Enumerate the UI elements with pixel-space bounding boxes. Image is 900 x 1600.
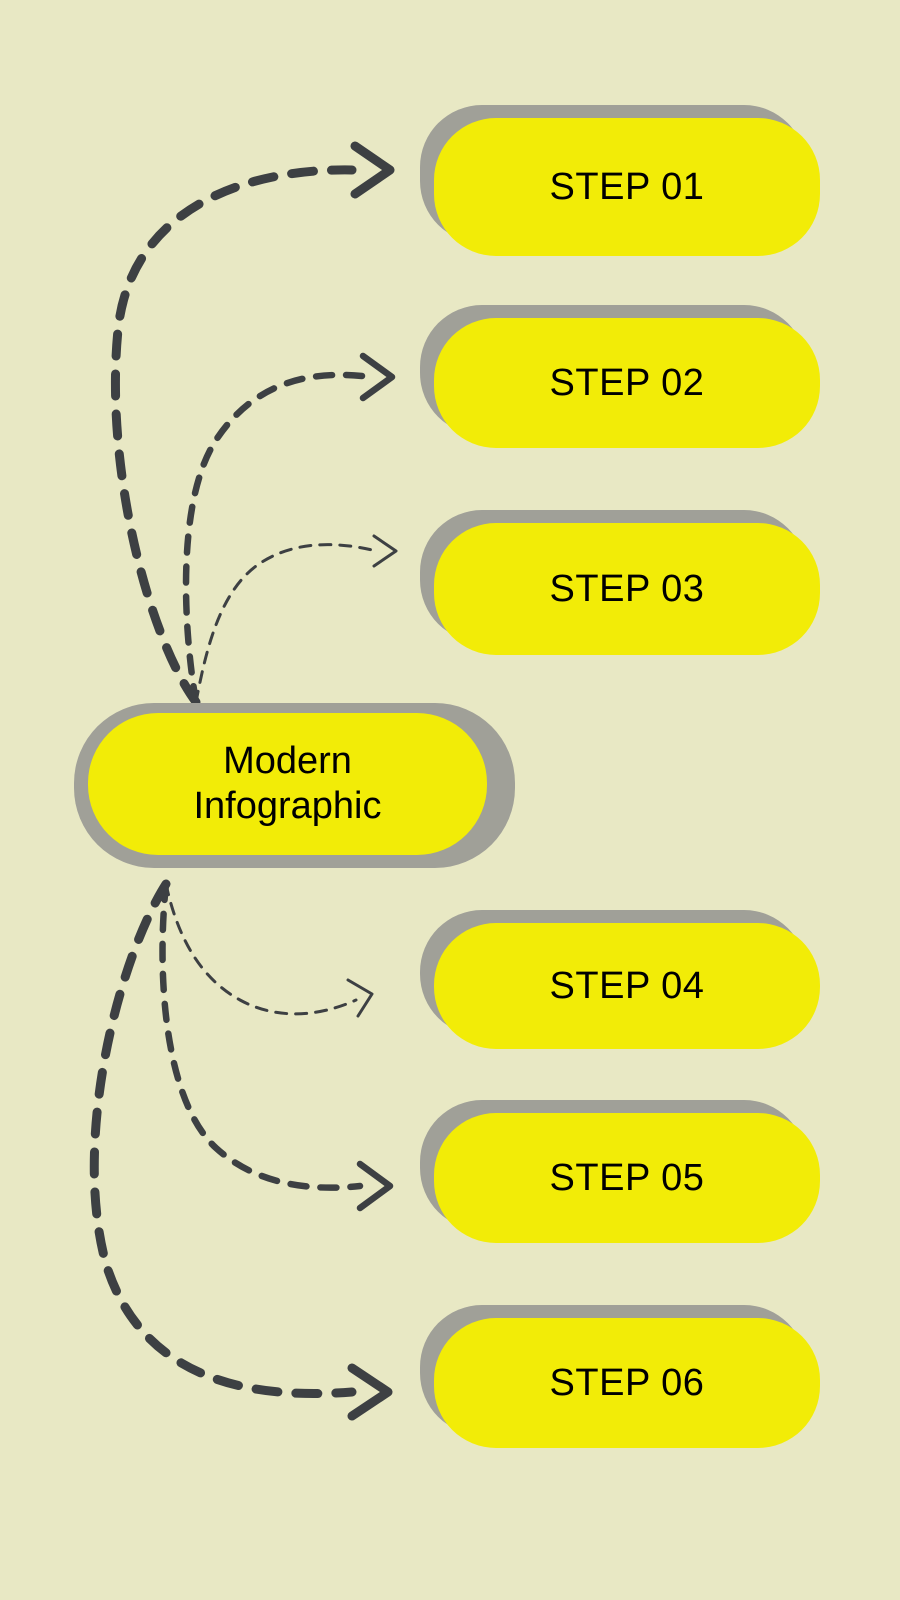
- center-node-face[interactable]: Modern Infographic: [88, 713, 487, 855]
- connector-to-step-05: [159, 880, 394, 1212]
- connector-to-step-02: [182, 352, 396, 706]
- step-node-face[interactable]: STEP 05: [434, 1113, 820, 1243]
- step-node-step-04[interactable]: STEP 04: [420, 910, 820, 1049]
- step-node-face[interactable]: STEP 03: [434, 523, 820, 655]
- center-node-label: Modern Infographic: [193, 740, 382, 827]
- step-node-step-01[interactable]: STEP 01: [420, 105, 820, 256]
- step-node-step-02[interactable]: STEP 02: [420, 305, 820, 448]
- step-node-face[interactable]: STEP 01: [434, 118, 820, 256]
- step-node-face[interactable]: STEP 02: [434, 318, 820, 448]
- step-label: STEP 04: [549, 965, 705, 1007]
- step-label: STEP 05: [549, 1157, 705, 1199]
- step-label: STEP 02: [549, 362, 705, 404]
- step-label: STEP 03: [549, 568, 705, 610]
- step-node-face[interactable]: STEP 06: [434, 1318, 820, 1448]
- step-node-face[interactable]: STEP 04: [434, 923, 820, 1049]
- step-label: STEP 06: [549, 1362, 705, 1404]
- step-node-step-05[interactable]: STEP 05: [420, 1100, 820, 1243]
- connector-to-step-03: [194, 534, 398, 704]
- step-label: STEP 01: [549, 166, 705, 208]
- center-node[interactable]: Modern Infographic: [74, 703, 515, 868]
- connector-to-step-01: [111, 141, 395, 707]
- step-node-step-03[interactable]: STEP 03: [420, 510, 820, 655]
- step-node-step-06[interactable]: STEP 06: [420, 1305, 820, 1448]
- connector-to-step-06: [89, 879, 393, 1421]
- connector-to-step-04: [164, 882, 374, 1018]
